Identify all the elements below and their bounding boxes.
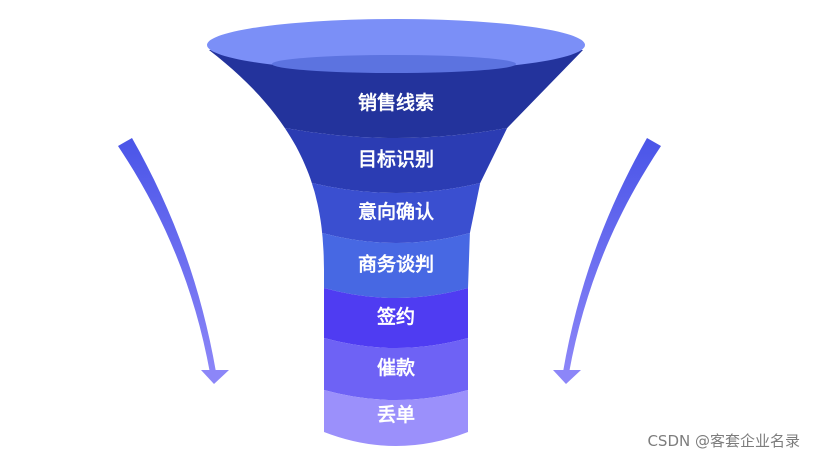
csdn-watermark: CSDN @客套企业名录	[647, 432, 800, 450]
funnel-stage-band	[311, 183, 481, 243]
funnel-stage-band	[324, 390, 468, 446]
funnel-rim	[207, 19, 585, 73]
funnel-stage-label: 目标识别	[358, 149, 434, 171]
left-down-arrow-icon	[118, 138, 229, 384]
funnel-stage-band	[324, 338, 468, 400]
funnel-stage-label: 商务谈判	[358, 253, 434, 276]
funnel-stage-label: 意向确认	[358, 200, 434, 223]
funnel-stage-band	[322, 233, 470, 298]
funnel-stage-label: 丢单	[377, 403, 415, 426]
funnel-body	[209, 50, 583, 446]
funnel-stage-band	[324, 288, 468, 348]
funnel-stage-band	[209, 50, 583, 138]
right-down-arrow-icon	[553, 138, 661, 384]
funnel-stage-label: 催款	[377, 356, 416, 379]
funnel-stage-label: 签约	[376, 305, 415, 328]
funnel-stage-label: 销售线索	[358, 91, 434, 114]
funnel-stage-band	[284, 128, 508, 193]
